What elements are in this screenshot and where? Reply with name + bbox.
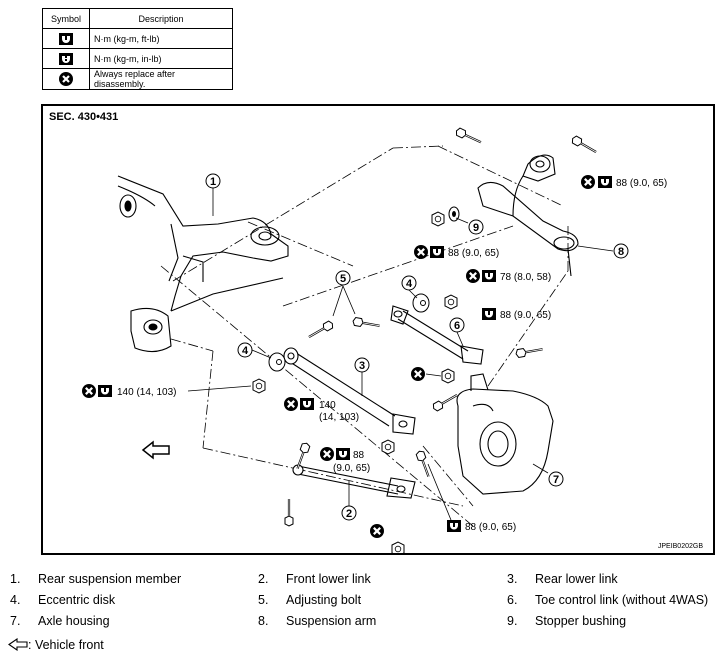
legend-header-description: Description [89, 8, 233, 29]
torque-spec-front-link: 88 (9.0, 65) [318, 445, 370, 474]
parts-row: 1.Rear suspension member 2.Front lower l… [10, 572, 715, 593]
stopper-bushing [448, 206, 460, 222]
replace-front-link-nut [368, 522, 386, 540]
list-item: 5.Adjusting bolt [258, 593, 362, 607]
torque-spec-stopper: 88 (9.0, 65) [412, 243, 499, 261]
list-item: 7.Axle housing [10, 614, 110, 628]
svg-text:88 (9.0, 65): 88 (9.0, 65) [448, 248, 499, 259]
list-item: 6.Toe control link (without 4WAS) [507, 593, 709, 607]
parts-row: 7.Axle housing 8.Suspension arm 9.Stoppe… [10, 614, 715, 635]
rear-suspension-member [117, 175, 289, 353]
hardware [252, 126, 600, 553]
legend-description-1: N·m (kg-m, ft-lb) [89, 28, 233, 49]
parts-list: 1.Rear suspension member 2.Front lower l… [10, 572, 715, 635]
torque-spec-front-link-outer: 88 (9.0, 65) [427, 463, 516, 533]
list-item: 3.Rear lower link [507, 572, 618, 586]
svg-text:8: 8 [618, 246, 624, 258]
vehicle-front-arrow-icon [8, 637, 28, 652]
svg-text:5: 5 [340, 273, 346, 285]
callout-7: 7 [532, 463, 564, 487]
legend-description-2: N·m (kg-m, in-lb) [89, 48, 233, 69]
legend-symbol-3 [42, 68, 90, 90]
torque-spec-rear-link-inner: 140 (14, 103) [80, 382, 252, 400]
section-label: SEC. 430•431 [49, 111, 119, 123]
svg-text:6: 6 [454, 320, 460, 332]
list-item: 8.Suspension arm [258, 614, 377, 628]
torque-specs: 88 (9.0, 65) 88 (9.0, 65) 78 (8.0, 58) 8… [80, 173, 667, 540]
callout-4: 4 [237, 342, 272, 359]
callout-9: 9 [455, 217, 484, 235]
svg-text:78 (8.0, 58): 78 (8.0, 58) [500, 272, 551, 283]
svg-text:3: 3 [359, 360, 365, 372]
toe-control-link [390, 305, 484, 365]
replace-toe-nut [409, 365, 442, 383]
legend-symbol-2 [42, 48, 90, 69]
eccentric-disk [412, 293, 430, 313]
torque-spec-toe-outer: 88 (9.0, 65) [482, 308, 551, 321]
diagram-frame: 1 2 3 4 4 [41, 104, 715, 555]
svg-text:2: 2 [346, 508, 352, 520]
svg-text:4: 4 [406, 278, 413, 290]
symbol-legend: Symbol Description N·m (kg-m, ft-lb) N·m… [42, 8, 233, 90]
torque-spec-toe-inner: 78 (8.0, 58) [464, 267, 551, 285]
vehicle-front-arrow [141, 440, 170, 460]
callout-5: 5 [332, 270, 356, 317]
legend-description-3: Always replace after disassembly. [89, 68, 233, 90]
eccentric-disk [268, 352, 286, 372]
svg-text:88 (9.0, 65): 88 (9.0, 65) [616, 178, 667, 189]
svg-text:(9.0, 65): (9.0, 65) [333, 463, 370, 474]
svg-text:140 (14, 103): 140 (14, 103) [117, 387, 177, 398]
svg-text:7: 7 [553, 474, 559, 486]
legend-symbol-1 [42, 28, 90, 49]
diagram-code: JPEIB0202GB [657, 543, 703, 550]
svg-text:9: 9 [473, 222, 479, 234]
list-item: 9.Stopper bushing [507, 614, 627, 628]
rear-lower-link [283, 347, 416, 435]
rear-suspension-diagram: 1 2 3 4 4 [80, 126, 667, 553]
svg-text:88 (9.0, 65): 88 (9.0, 65) [500, 310, 551, 321]
list-item: 2.Front lower link [258, 572, 371, 586]
callouts: 1 2 3 4 4 [205, 173, 629, 521]
suspension-arm [477, 154, 579, 277]
svg-text:140: 140 [319, 400, 336, 411]
axle-housing [456, 373, 554, 495]
svg-text:88: 88 [353, 450, 365, 461]
svg-text:4: 4 [242, 345, 249, 357]
legend-header-symbol: Symbol [42, 8, 90, 29]
list-item: 1.Rear suspension member [10, 572, 182, 586]
svg-text:1: 1 [210, 176, 216, 188]
torque-ft-lb-icon [59, 32, 73, 45]
svg-text:88 (9.0, 65): 88 (9.0, 65) [465, 522, 516, 533]
callout-6: 6 [449, 317, 465, 347]
svg-text:(14, 103): (14, 103) [319, 412, 359, 423]
callout-3: 3 [354, 357, 370, 396]
vehicle-front-legend: : Vehicle front [8, 637, 104, 652]
callout-4: 4 [401, 275, 418, 299]
callout-2: 2 [341, 481, 357, 521]
parts-row: 4.Eccentric disk 5.Adjusting bolt 6.Toe … [10, 593, 715, 614]
torque-spec-arm-front: 88 (9.0, 65) [579, 173, 667, 191]
torque-spec-rear-link-outer: 140 (14, 103) [282, 395, 359, 423]
callout-8: 8 [577, 243, 629, 259]
torque-in-lb-icon [59, 52, 73, 65]
front-lower-link [292, 464, 416, 499]
replace-icon [59, 72, 73, 86]
list-item: 4.Eccentric disk [10, 593, 116, 607]
vehicle-front-label: : Vehicle front [28, 638, 104, 652]
callout-1: 1 [205, 173, 221, 216]
